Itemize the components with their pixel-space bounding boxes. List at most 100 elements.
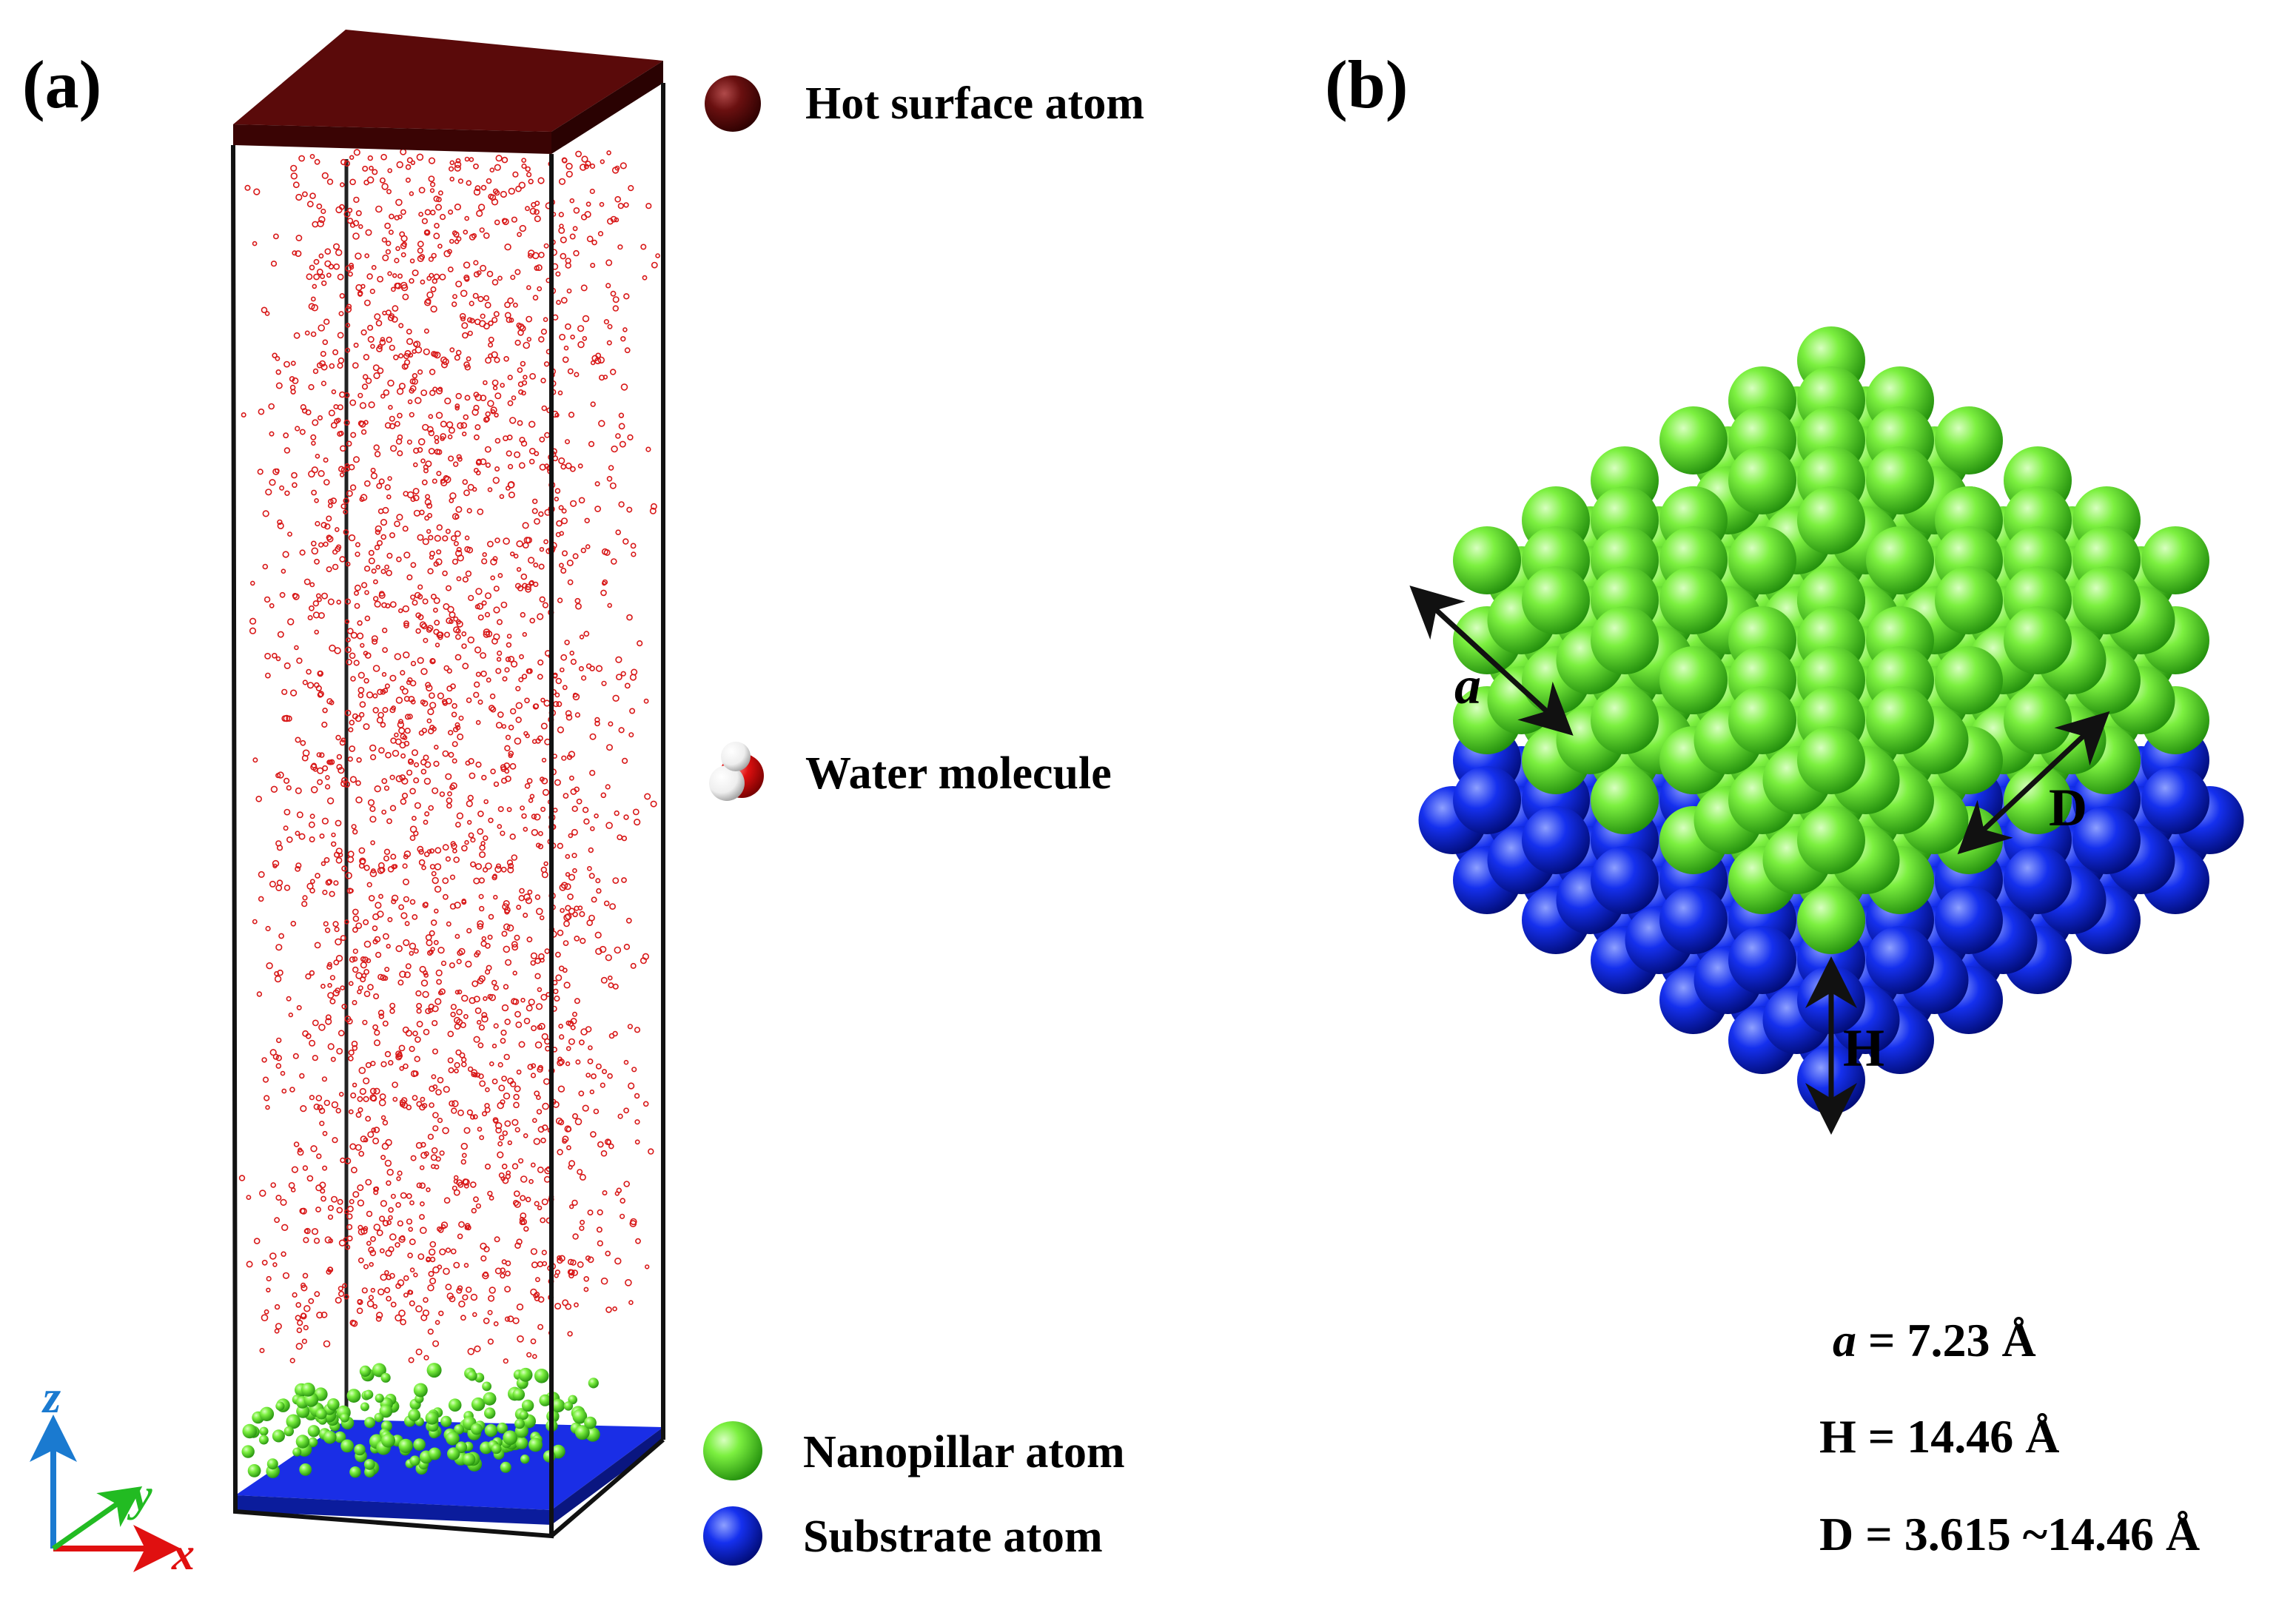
water-molecule-dot bbox=[428, 157, 436, 164]
water-molecule-dot bbox=[410, 594, 416, 600]
water-molecule-dot bbox=[352, 362, 359, 369]
substrate-slab-side-right bbox=[551, 1427, 663, 1525]
water-molecule-dot bbox=[457, 1233, 463, 1240]
water-molecule-dot bbox=[375, 902, 382, 909]
water-molecule-dot bbox=[544, 948, 550, 954]
water-molecule-dot bbox=[315, 1095, 323, 1101]
water-molecule-dot bbox=[280, 1198, 287, 1206]
water-molecule-dot bbox=[477, 828, 484, 835]
water-molecule-dot bbox=[386, 189, 392, 195]
water-molecule-dot bbox=[433, 607, 438, 613]
water-molecule-dot bbox=[520, 611, 526, 618]
water-molecule-dot bbox=[450, 1011, 456, 1018]
water-molecule-dot bbox=[519, 1219, 526, 1226]
water-molecule-dot bbox=[495, 668, 502, 674]
water-molecule-dot bbox=[396, 514, 403, 521]
water-molecule-dot bbox=[543, 539, 548, 545]
dim-d-label: D bbox=[2049, 778, 2087, 837]
water-molecule-dot bbox=[344, 1016, 352, 1023]
water-molecule-dot bbox=[524, 783, 531, 789]
water-molecule-dot bbox=[384, 484, 391, 491]
box-nanopillar-atom bbox=[413, 1383, 428, 1398]
water-molecule-dot bbox=[594, 720, 600, 727]
water-molecule-dot bbox=[623, 814, 629, 820]
water-molecule-dot bbox=[489, 1286, 496, 1294]
water-molecule-dot bbox=[386, 1295, 392, 1302]
water-molecule-dot bbox=[623, 202, 629, 208]
water-molecule-dot bbox=[384, 683, 390, 689]
water-molecule-dot bbox=[369, 165, 374, 171]
water-molecule-dot bbox=[488, 336, 494, 343]
water-molecule-dot bbox=[377, 367, 384, 375]
water-molecule-dot bbox=[426, 291, 434, 299]
water-molecule-dot bbox=[270, 1182, 277, 1188]
water-molecule-dot bbox=[480, 184, 487, 191]
water-molecule-dot bbox=[346, 440, 352, 447]
water-molecule-dot bbox=[398, 323, 404, 329]
water-molecule-dot bbox=[372, 665, 380, 672]
water-molecule-dot bbox=[275, 840, 282, 847]
water-molecule-dot bbox=[402, 1026, 409, 1033]
water-molecule-dot bbox=[589, 733, 597, 740]
water-molecule-dot bbox=[388, 229, 394, 235]
water-molecule-dot bbox=[275, 656, 281, 662]
water-molecule-dot bbox=[554, 1303, 562, 1310]
water-molecule-dot bbox=[409, 258, 415, 264]
water-molecule-dot bbox=[443, 893, 449, 900]
water-molecule-dot bbox=[410, 562, 417, 568]
water-molecule-dot bbox=[617, 1113, 623, 1119]
water-molecule-dot bbox=[279, 591, 286, 598]
nanopillar-atom bbox=[1935, 566, 2003, 634]
water-molecule-dot bbox=[423, 348, 430, 355]
water-molecule-dot bbox=[359, 701, 366, 708]
water-molecule-dot bbox=[455, 158, 461, 164]
water-molecule-dot bbox=[382, 647, 388, 653]
water-molecule-dot bbox=[626, 614, 633, 621]
water-molecule-dot bbox=[400, 733, 406, 740]
water-molecule-dot bbox=[262, 563, 269, 570]
nanopillar-atom bbox=[1659, 646, 1728, 714]
water-molecule-dot bbox=[473, 271, 480, 278]
water-molecule-dot bbox=[415, 990, 422, 997]
water-molecule-dot bbox=[342, 1283, 347, 1289]
water-molecule-dot bbox=[568, 1272, 574, 1279]
water-molecule-dot bbox=[515, 702, 523, 709]
water-molecule-dot bbox=[454, 1061, 460, 1069]
water-molecule-dot bbox=[381, 237, 387, 243]
water-molecule-dot bbox=[381, 183, 389, 190]
water-molecule-dot bbox=[407, 1252, 413, 1258]
box-nanopillar-atom bbox=[372, 1363, 386, 1378]
water-molecule-dot bbox=[352, 1082, 358, 1088]
water-molecule-dot bbox=[555, 531, 561, 537]
water-molecule-dot bbox=[377, 1010, 385, 1016]
water-molecule-dot bbox=[468, 594, 474, 601]
water-molecule-dot bbox=[475, 671, 481, 677]
water-molecule-dot bbox=[335, 856, 343, 864]
water-molecule-dot bbox=[642, 953, 650, 960]
water-molecule-dot bbox=[537, 286, 543, 292]
water-molecule-dot bbox=[526, 172, 532, 178]
water-molecule-dot bbox=[261, 1259, 268, 1266]
water-molecule-dot bbox=[426, 684, 433, 692]
water-molecule-dot bbox=[369, 1087, 377, 1095]
hot-surface-atom-icon bbox=[705, 76, 761, 132]
water-molecule-dot bbox=[411, 749, 418, 756]
water-molecule-dot bbox=[432, 787, 439, 794]
water-molecule-dot bbox=[331, 1101, 339, 1109]
water-molecule-dot bbox=[523, 1226, 529, 1232]
water-molecule-dot bbox=[562, 1299, 569, 1306]
water-molecule-dot bbox=[605, 283, 611, 289]
water-molecule-dot bbox=[529, 617, 536, 624]
box-nanopillar-atom bbox=[448, 1398, 462, 1412]
water-molecule-dot bbox=[426, 503, 433, 509]
water-molecule-dot bbox=[480, 1255, 487, 1262]
legend-label: Hot surface atom bbox=[805, 78, 1144, 129]
water-molecule-dot bbox=[289, 376, 295, 382]
water-molecule-dot bbox=[514, 451, 521, 458]
water-molecule-dot bbox=[301, 1282, 306, 1288]
water-molecule-dot bbox=[371, 568, 377, 574]
water-molecule-dot bbox=[552, 673, 558, 679]
water-molecule-dot bbox=[575, 150, 582, 158]
water-molecule-dot bbox=[465, 960, 472, 968]
water-molecule-dot bbox=[464, 546, 471, 553]
